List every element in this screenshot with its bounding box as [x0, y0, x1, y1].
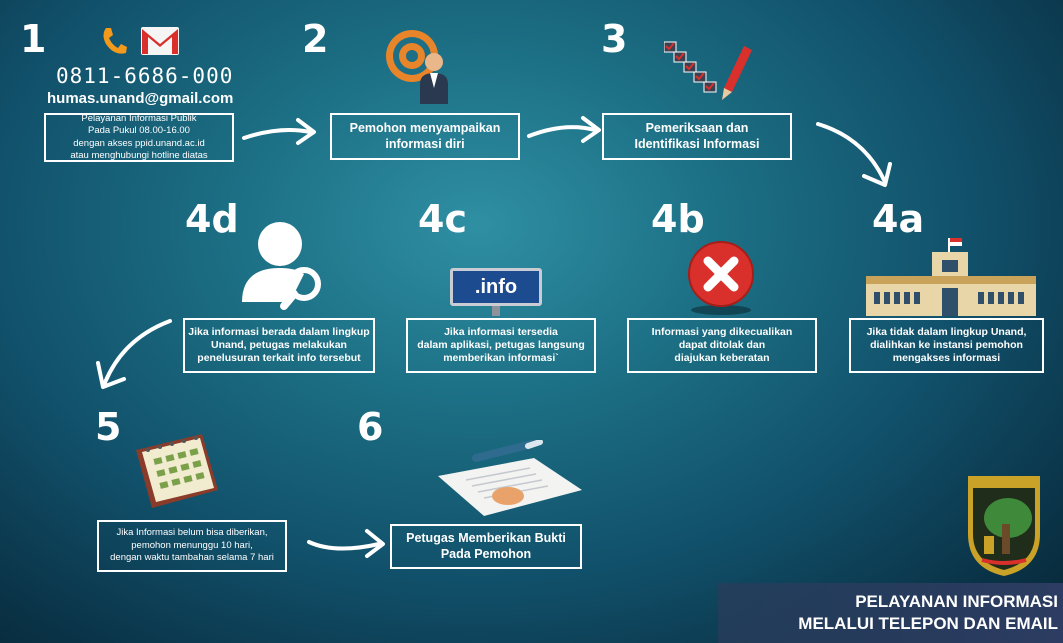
step-4b-line: dapat ditolak dan — [678, 338, 766, 351]
step-4b-number: 4b — [651, 197, 705, 241]
step-4d-number: 4d — [185, 197, 239, 241]
user-search-icon — [242, 222, 321, 310]
step-5-number: 5 — [95, 405, 122, 449]
step-6-line: Petugas Memberikan Bukti — [406, 530, 566, 545]
step-4a-line: mengakses informasi — [892, 352, 1001, 365]
mail-icon — [141, 27, 179, 55]
banner-line-2: MELALUI TELEPON DAN EMAIL — [798, 614, 1058, 633]
arrow-1-to-2 — [242, 118, 316, 145]
step-4d-line: penelusuran terkait info tersebut — [197, 352, 361, 365]
step-5-line: Jika Informasi belum bisa diberikan, — [116, 527, 268, 539]
university-logo — [968, 476, 1040, 576]
step-1-line: dengan akses ppid.unand.ac.id — [73, 137, 205, 149]
info-sign-text: .info — [474, 275, 518, 298]
step-4c-number: 4c — [418, 197, 467, 241]
step-1-number: 1 — [20, 17, 47, 61]
step-4c-line: dalam aplikasi, petugas langsung — [417, 338, 585, 351]
reject-x-icon — [688, 241, 754, 315]
title-banner: PELAYANAN INFORMASI MELALUI TELEPON DAN … — [718, 583, 1063, 643]
step-4c-line: Jika informasi tersedia — [444, 325, 558, 338]
step-4a-box: Jika tidak dalam lingkup Unand, dialihka… — [849, 318, 1044, 373]
step-4d-line: Jika informasi berada dalam lingkup — [188, 325, 370, 338]
step-4b-line: diajukan keberatan — [674, 352, 770, 365]
step-3-line: Pemeriksaan dan — [645, 120, 749, 135]
email-address[interactable]: humas.unand@gmail.com — [47, 90, 234, 107]
step-1-line: atau menghubungi hotline diatas — [70, 149, 208, 161]
step-6-box: Petugas Memberikan Bukti Pada Pemohon — [390, 524, 582, 569]
arrow-2-to-3 — [527, 116, 601, 143]
step-6-number: 6 — [357, 405, 384, 449]
step-4a-number: 4a — [872, 197, 925, 241]
phone-number[interactable]: 0811-6686-000 — [56, 64, 234, 88]
step-4c-line: memberikan informasi` — [443, 352, 559, 365]
step-3-box: Pemeriksaan dan Identifikasi Informasi — [602, 113, 792, 160]
phone-icon — [103, 28, 127, 54]
step-3-line: Identifikasi Informasi — [634, 136, 760, 151]
step-4d-box: Jika informasi berada dalam lingkup Unan… — [183, 318, 375, 373]
step-5-box: Jika Informasi belum bisa diberikan, pem… — [97, 520, 287, 572]
step-5-line: pemohon menunggu 10 hari, — [131, 539, 253, 551]
step-4d-line: Unand, petugas melakukan — [211, 338, 347, 351]
step-4b-line: Informasi yang dikecualikan — [651, 325, 793, 338]
step-2-number: 2 — [302, 17, 329, 61]
target-person-icon — [386, 30, 448, 104]
building-icon — [866, 238, 1036, 316]
step-3-number: 3 — [601, 17, 628, 61]
step-6-line: Pada Pemohon — [440, 546, 532, 561]
arrow-5-to-6 — [307, 529, 385, 558]
step-1-box: Pelayanan Informasi Publik Pada Pukul 08… — [44, 113, 234, 162]
document-pen-icon — [438, 440, 582, 516]
step-4b-box: Informasi yang dikecualikan dapat ditola… — [627, 318, 817, 373]
step-4a-line: dialihkan ke instansi pemohon — [870, 338, 1023, 351]
step-4c-box: Jika informasi tersedia dalam aplikasi, … — [406, 318, 596, 373]
calendar-icon — [136, 434, 218, 508]
banner-line-1: PELAYANAN INFORMASI — [855, 592, 1058, 611]
step-4a-line: Jika tidak dalam lingkup Unand, — [866, 325, 1027, 338]
step-1-line: Pada Pukul 08.00-16.00 — [88, 125, 190, 137]
arrow-3-to-4a — [816, 122, 892, 187]
step-2-line: Pemohon menyampaikan — [349, 120, 501, 135]
step-5-line: dengan waktu tambahan selama 7 hari — [110, 552, 274, 564]
step-2-line: informasi diri — [385, 136, 465, 151]
step-2-box: Pemohon menyampaikan informasi diri — [330, 113, 520, 160]
step-1-line: Pelayanan Informasi Publik — [81, 112, 197, 124]
arrow-4d-to-5 — [96, 319, 172, 389]
info-sign-icon: .info — [450, 268, 542, 316]
checklist-pencil-icon — [664, 41, 752, 100]
